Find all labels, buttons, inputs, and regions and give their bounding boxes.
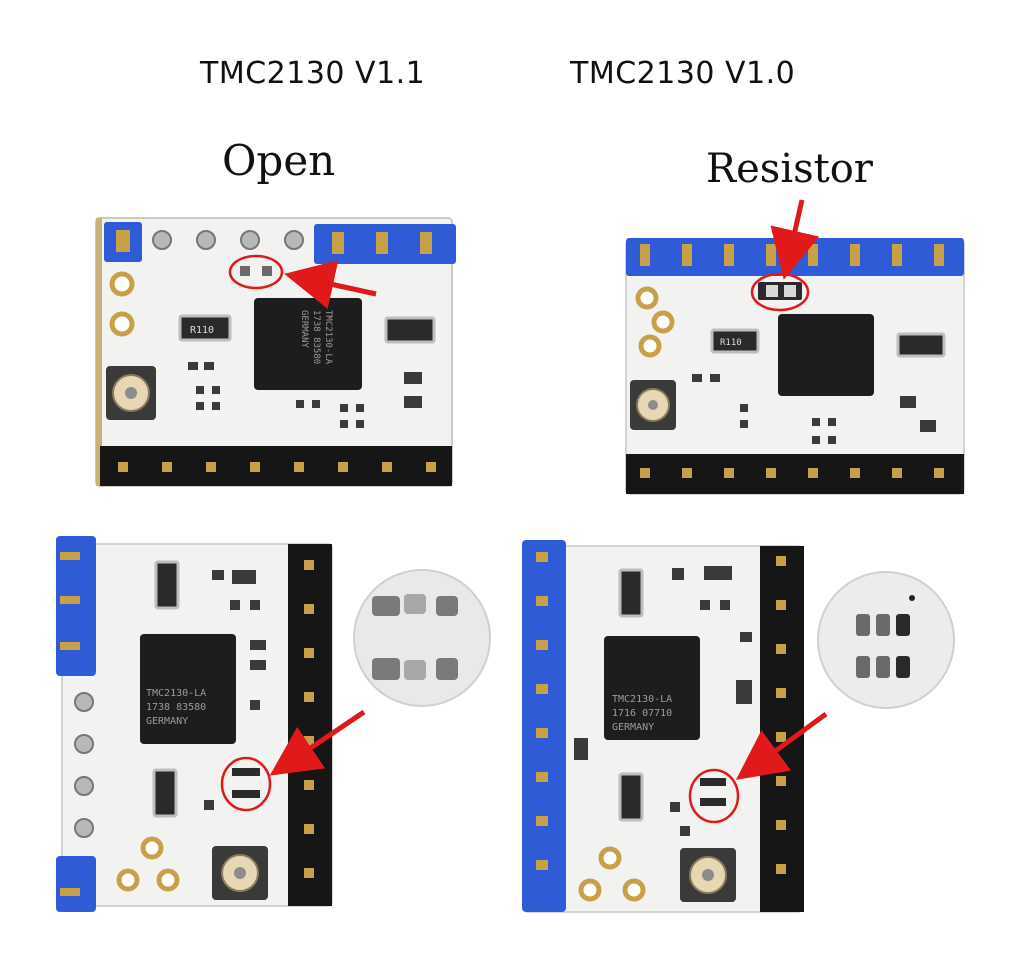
zoom-v10 <box>817 571 955 709</box>
arrow-open <box>284 260 377 309</box>
title-v11: TMC2130 V1.1 <box>200 56 426 91</box>
resistor-label-2: R110 <box>720 338 742 348</box>
header-bottom-v11 <box>100 446 452 486</box>
arrow-v11-side <box>269 709 366 776</box>
chip3-text-3: GERMANY <box>612 722 654 733</box>
zoom-v11 <box>353 569 491 707</box>
header-left-v10 <box>522 540 566 912</box>
arrow-v10-side <box>735 711 828 780</box>
highlight-circle-open <box>228 254 284 290</box>
chip-v10-top <box>778 314 874 396</box>
label-resistor: Resistor <box>706 146 873 192</box>
arrow-resistor <box>770 199 820 280</box>
chip2-text-1: TMC2130-LA <box>146 688 206 699</box>
chip-text-3: GERMANY <box>299 310 309 349</box>
chip3-text-2: 1716 07710 <box>612 708 672 719</box>
header-bottom-v10 <box>626 454 964 494</box>
board-v10-top: R110 <box>625 199 965 495</box>
chip3-text-1: TMC2130-LA <box>612 694 672 705</box>
highlight-circle-v11-side <box>220 756 272 812</box>
header-top-v10 <box>626 238 964 276</box>
header-right-v11 <box>288 544 332 906</box>
board-v10-side: TMC2130-LA 1716 07710 GERMANY <box>522 540 828 913</box>
chip2-text-2: 1738 83580 <box>146 702 206 713</box>
chip-v11-top <box>254 298 362 390</box>
board-v11-side: TMC2130-LA 1738 83580 GERMANY <box>56 536 366 912</box>
chip-text-2: 1738 83580 <box>311 310 321 364</box>
chip2-text-3: GERMANY <box>146 716 188 727</box>
chip-v10-side <box>604 636 700 740</box>
chip-v11-side <box>140 634 236 744</box>
header-top-v11 <box>104 222 456 264</box>
resistor-label-1: R110 <box>190 325 214 336</box>
chip-text-1: TMC2130-LA <box>323 310 333 365</box>
title-v10: TMC2130 V1.0 <box>570 56 796 91</box>
label-open: Open <box>222 136 336 185</box>
board-v11-top: TMC2130-LA 1738 83580 GERMANY R110 <box>95 217 456 487</box>
highlight-circle-v10-side <box>688 768 740 824</box>
